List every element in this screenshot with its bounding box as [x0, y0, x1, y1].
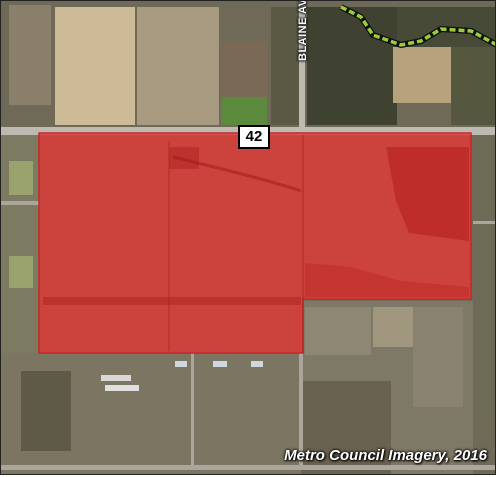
street-name-label: BLAINE AVE E [297, 0, 309, 61]
highway-shield-label: 42 [238, 125, 270, 149]
trail-line [339, 4, 495, 49]
imagery-credit: Metro Council Imagery, 2016 [284, 447, 487, 464]
